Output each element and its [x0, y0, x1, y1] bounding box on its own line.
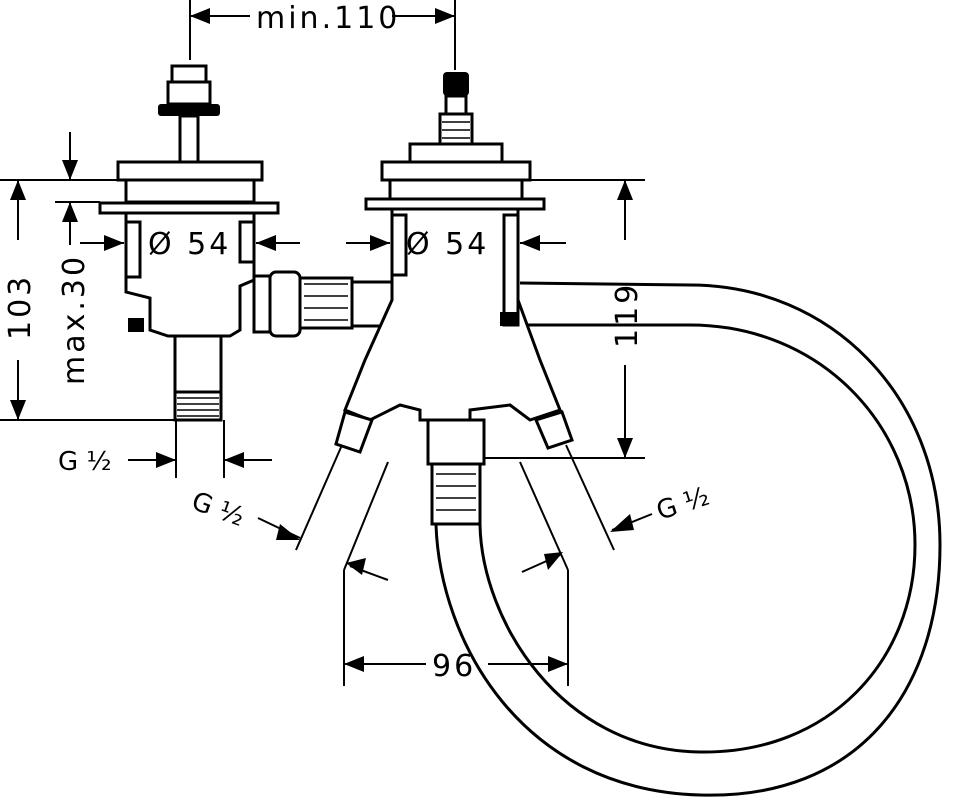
dim-119: 119 — [610, 282, 645, 348]
dimension-labels: min.110 103 max.30 Ø 54 Ø 54 119 96 G ½ … — [3, 1, 713, 684]
dim-diameter-right: Ø 54 — [406, 227, 489, 262]
dim-max-30: max.30 — [57, 254, 92, 385]
thread-right: G ½ — [653, 482, 713, 527]
thread-center-left: G ½ — [188, 486, 249, 533]
dim-103: 103 — [3, 274, 38, 340]
right-valve — [334, 72, 574, 526]
dim-min-110: min.110 — [256, 1, 400, 36]
dim-diameter-left: Ø 54 — [148, 227, 231, 262]
hose — [434, 281, 942, 797]
dim-96: 96 — [432, 649, 476, 684]
dimension-lines — [0, 0, 653, 686]
left-valve — [98, 64, 394, 422]
thread-left-bottom: G ½ — [58, 447, 112, 477]
